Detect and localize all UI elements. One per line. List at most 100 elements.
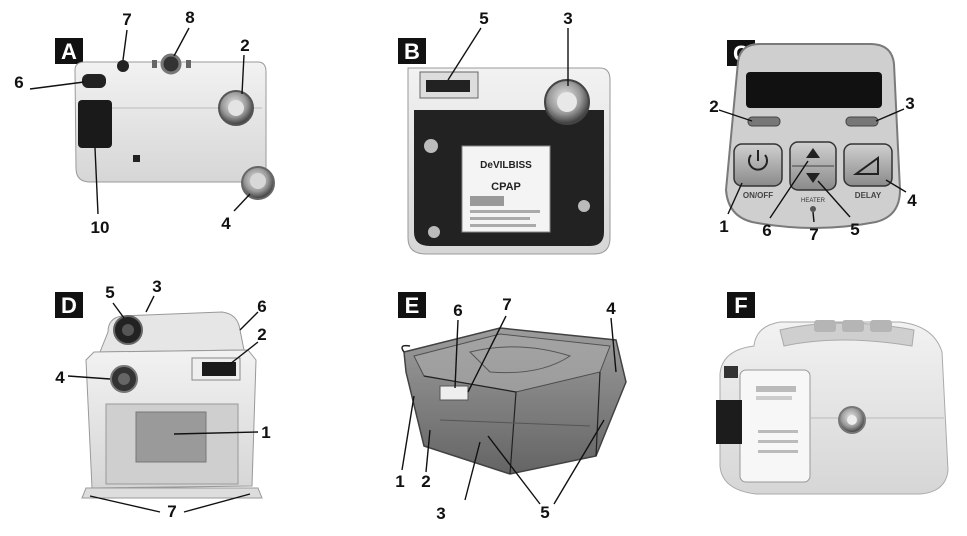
callout-label: 4 (221, 214, 231, 233)
mount-hole (428, 226, 440, 238)
leader-line (447, 27, 482, 81)
mount-hole (578, 200, 590, 212)
air-outlet-bore (228, 100, 244, 116)
panel-a: A 7 8 2 6 10 4 (14, 8, 275, 237)
module-label-line (758, 450, 798, 453)
port-cap-inner (250, 173, 266, 189)
callout-label: 6 (762, 221, 771, 240)
leader-line (173, 431, 259, 435)
leader-line (89, 495, 161, 513)
leader-line (112, 302, 125, 319)
heater-plate (135, 411, 207, 463)
air-outlet-bore (557, 92, 577, 112)
leader-line (885, 179, 907, 193)
label-fine-print (470, 210, 540, 213)
panel-b: B DeVILBISS CPAP 5 3 (398, 9, 611, 255)
leader-line (769, 160, 809, 219)
module-label-line (756, 386, 796, 392)
tank-lip (401, 344, 411, 353)
heater-indicator (810, 206, 816, 212)
small-port (133, 155, 140, 162)
callout-label: 2 (257, 325, 266, 344)
power-icon (748, 150, 768, 171)
callout-label: 8 (185, 8, 194, 27)
panel-e-badge-letter: E (405, 293, 420, 318)
soft-key-right (845, 116, 879, 127)
panel-b-badge (398, 38, 426, 64)
callout-label: 3 (436, 504, 445, 523)
leader-line (610, 317, 617, 373)
panel-f: F (716, 292, 949, 495)
panel-f-badge (727, 292, 755, 318)
leader-line (812, 211, 815, 223)
callout-label: 2 (709, 97, 718, 116)
callout-label: 5 (540, 503, 549, 522)
label-fine-print (470, 224, 536, 227)
delay-text: DELAY (855, 191, 882, 200)
leader-line (401, 395, 415, 471)
power-inlet (82, 74, 106, 88)
leader-line (875, 108, 905, 122)
data-port (160, 53, 182, 75)
panel-d-badge-letter: D (61, 293, 77, 318)
callout-label: 2 (421, 472, 430, 491)
callout-label: 3 (563, 9, 572, 28)
mount-hole (424, 139, 438, 153)
callout-label: 4 (55, 368, 65, 387)
vent-slot (152, 60, 157, 68)
callout-label: 7 (122, 10, 131, 29)
callout-label: 3 (152, 277, 161, 296)
callout-label: 3 (905, 94, 914, 113)
leader-line (718, 109, 753, 122)
callout-label: 6 (257, 297, 266, 316)
sd-card-slot (117, 60, 129, 72)
panel-c: C ON/OFF HEATER DELAY 2 3 1 6 (709, 40, 917, 244)
top-key (842, 320, 864, 332)
leader-line (94, 147, 99, 215)
soft-key-left (747, 116, 781, 127)
up-arrow-icon (806, 148, 820, 158)
on-off-text: ON/OFF (743, 191, 773, 200)
leader-line (229, 341, 259, 365)
callout-label: 6 (14, 73, 23, 92)
panel-e-badge (398, 292, 426, 318)
vent-slot (186, 60, 191, 68)
cradle-base (81, 487, 263, 499)
leader-line (425, 429, 431, 473)
panel-d-badge (55, 292, 83, 318)
panel-b-badge-letter: B (404, 39, 420, 64)
callout-label: 10 (91, 218, 110, 237)
panel-a-badge (55, 38, 83, 64)
inlet-port-bore (118, 373, 130, 385)
heater-text: HEATER (801, 198, 826, 204)
module-outlet (724, 366, 738, 378)
leader-line (233, 193, 251, 212)
leader-line (454, 319, 459, 389)
leader-line (464, 441, 481, 501)
module-label-line (758, 440, 798, 443)
brand-text: DeVILBISS (480, 160, 532, 171)
leader-line (487, 435, 541, 505)
on-off-key (733, 143, 783, 187)
lcd-display (746, 72, 882, 108)
callout-label: 7 (502, 295, 511, 314)
filter-door (78, 100, 112, 148)
model-text: CPAP (491, 181, 521, 193)
leader-line (173, 27, 190, 57)
leader-line (29, 81, 85, 90)
tank-edge (595, 371, 601, 457)
panel-e: E 6 7 4 1 2 3 5 (395, 292, 627, 523)
baffle (469, 346, 572, 374)
label-fine-print (470, 217, 530, 220)
module-latch (716, 400, 742, 444)
leader-line (145, 295, 155, 313)
leader-line (122, 29, 128, 61)
leader-line (241, 54, 245, 95)
callout-label: 4 (606, 299, 616, 318)
callout-label: 5 (850, 220, 859, 239)
latch (202, 362, 236, 376)
leader-line (183, 493, 251, 513)
leader-line (467, 315, 507, 393)
callout-label: 2 (240, 36, 249, 55)
